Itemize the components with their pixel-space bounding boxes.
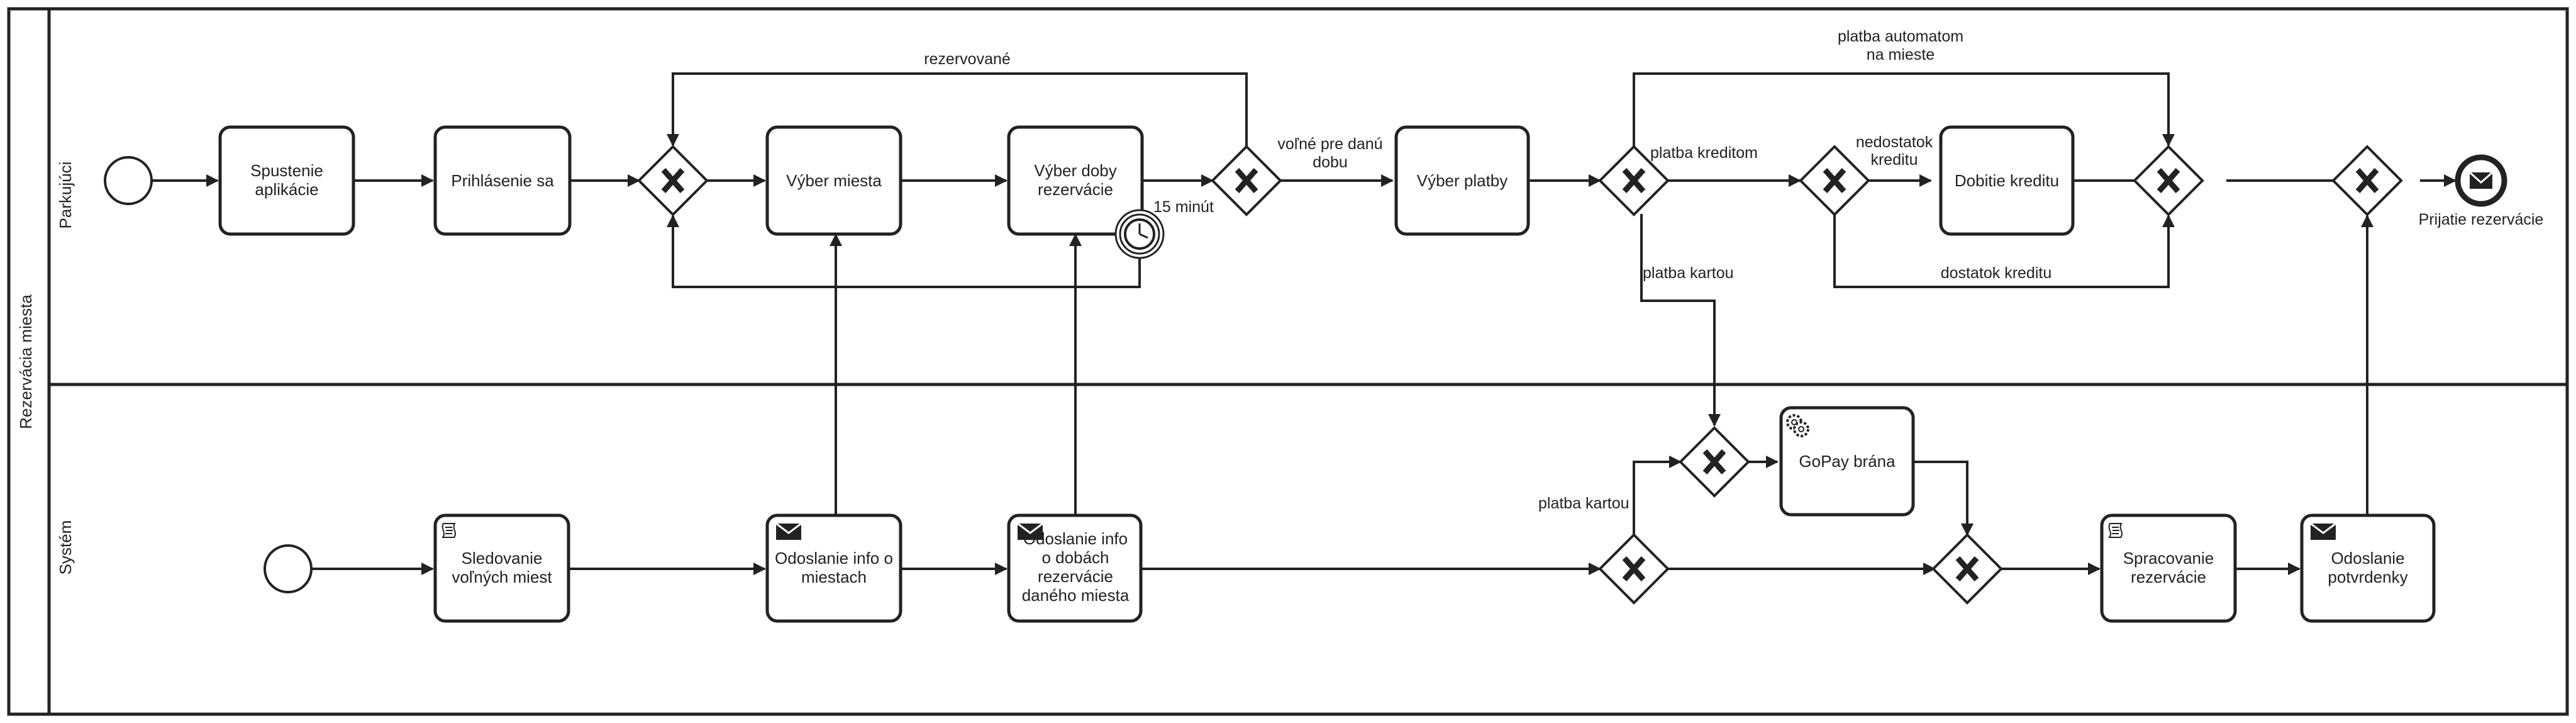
svg-text:Spustenie: Spustenie (250, 161, 323, 180)
svg-text:GoPay brána: GoPay brána (1799, 452, 1896, 471)
svg-text:Výber platby: Výber platby (1417, 171, 1508, 190)
exclusive-gateway-icon (1799, 145, 1870, 216)
flow-label-platba-automatom: platba automatom (1838, 28, 1963, 45)
send-message-icon (775, 522, 802, 540)
task-prihlasenie-sa: Prihlásenie sa (433, 125, 572, 236)
flow-label-platba-kartou-bottom: platba kartou (1538, 495, 1629, 512)
exclusive-gateway-icon (1598, 533, 1670, 605)
message-end-event (2455, 154, 2507, 207)
script-task-icon (2108, 523, 2123, 538)
task-dobitie-kreditu: Dobitie kreditu (1939, 125, 2075, 236)
flow-label-platba-kartou-top: platba kartou (1643, 264, 1734, 282)
task-gopay-brana: GoPay brána (1779, 406, 1915, 517)
lane-label-system: Systém (56, 520, 75, 575)
exclusive-gateway-icon (1931, 533, 2003, 605)
task-spustenie-aplikacie: Spustenie aplikácie (218, 125, 355, 236)
flow-label-kreditu: kreditu (1870, 151, 1918, 169)
svg-text:o dobách: o dobách (1042, 548, 1109, 567)
exclusive-gateway-icon (1679, 426, 1750, 498)
exclusive-gateway-icon (2133, 145, 2204, 216)
exclusive-gateway-icon (637, 145, 709, 216)
service-task-gear-icon (1786, 414, 1809, 437)
svg-text:Výber doby: Výber doby (1034, 161, 1117, 180)
timer-boundary-event-icon (1114, 209, 1165, 259)
start-event-parkujuci (104, 156, 153, 205)
task-spracovanie-rezervacie: Spracovanie rezervácie (2100, 513, 2237, 623)
svg-text:Dobitie kreditu: Dobitie kreditu (1955, 171, 2059, 190)
svg-text:Prihlásenie sa: Prihlásenie sa (451, 171, 554, 190)
svg-text:miestach: miestach (801, 568, 867, 586)
pool-label: Rezervácia miesta (16, 294, 35, 429)
svg-text:Odoslanie info o: Odoslanie info o (775, 549, 893, 568)
flow-label-rezervovane: rezervované (924, 50, 1011, 68)
start-event-system (264, 544, 313, 593)
script-task-icon (441, 523, 456, 538)
task-vyber-doby-rezervacie: Výber doby rezervácie (1007, 125, 1144, 236)
end-event-label: Prijatie rezervácie (2419, 211, 2544, 228)
flow-label-na-mieste: na mieste (1867, 46, 1935, 64)
svg-text:voľných miest: voľných miest (452, 568, 552, 586)
flow-label-dostatok-kreditu: dostatok kreditu (1941, 264, 2052, 282)
exclusive-gateway-icon (1211, 145, 1282, 216)
task-vyber-platby: Výber platby (1394, 125, 1530, 236)
svg-text:Odoslanie: Odoslanie (2331, 549, 2404, 568)
flow-label-volne-2: dobu (1313, 154, 1348, 171)
task-sledovanie-volnych-miest: Sledovanie voľných miest (433, 513, 570, 623)
send-message-icon (1017, 522, 1043, 540)
svg-text:rezervácie: rezervácie (1038, 180, 1113, 199)
flow-label-platba-kreditom: platba kreditom (1650, 144, 1758, 162)
flow-label-volne: voľné pre danú (1277, 135, 1382, 153)
lane-label-parkujuci: Parkujúci (56, 162, 75, 229)
svg-text:potvrdenky: potvrdenky (2328, 568, 2407, 586)
task-odoslanie-potvrdenky: Odoslanie potvrdenky (2300, 513, 2436, 623)
svg-text:Sledovanie: Sledovanie (462, 549, 543, 568)
svg-text:Výber miesta: Výber miesta (786, 171, 882, 190)
svg-text:daného miesta: daného miesta (1022, 586, 1130, 605)
exclusive-gateway-icon (2331, 145, 2403, 216)
flow-label-nedostatok: nedostatok (1856, 133, 1933, 151)
exclusive-gateway-icon (1598, 145, 1670, 216)
svg-text:rezervácie: rezervácie (2131, 568, 2206, 586)
send-message-icon (2310, 522, 2336, 540)
task-odoslanie-info-o-miestach: Odoslanie info o miestach (765, 513, 902, 623)
task-odoslanie-info-o-dobach: Odoslanie info o dobách rezervácie danéh… (1007, 513, 1143, 623)
sequence-flows (152, 72, 2457, 575)
svg-text:rezervácie: rezervácie (1038, 567, 1113, 586)
svg-text:aplikácie: aplikácie (255, 180, 318, 199)
svg-text:Spracovanie: Spracovanie (2123, 549, 2214, 568)
task-vyber-miesta: Výber miesta (765, 125, 902, 236)
timer-label: 15 minút (1153, 198, 1214, 216)
